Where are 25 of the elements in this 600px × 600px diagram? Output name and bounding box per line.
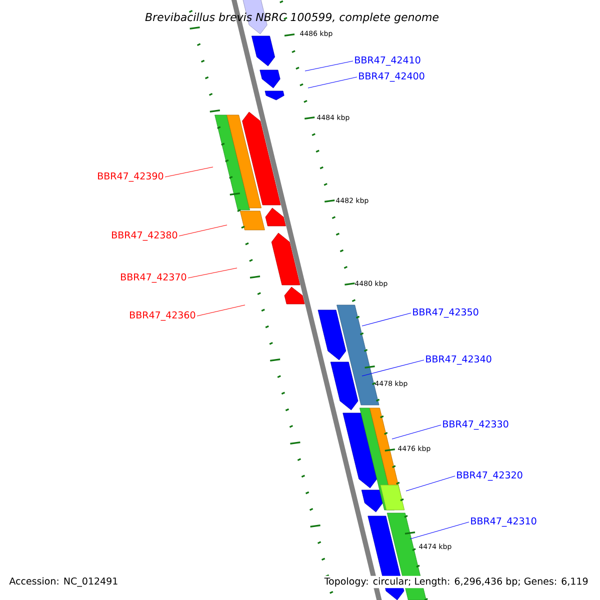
leader-line	[410, 522, 470, 540]
gene-label: BBR47_42310	[471, 517, 536, 527]
leader-line	[178, 224, 228, 236]
gene-label: BBR47_42330	[443, 420, 508, 430]
footer-text: Accession: NC_012491	[9, 577, 118, 587]
gene-label: BBR47_42400	[359, 72, 424, 82]
leader-line	[406, 476, 456, 492]
footer-text: Topology: circular; Length: 6,296,436 bp; Genes: 6,119	[322, 576, 590, 588]
gene-label: BBR47_42320	[457, 471, 522, 481]
leader-line	[362, 312, 412, 326]
gene-label: BBR47_42360	[130, 311, 196, 321]
gene-label: BBR47_42340	[426, 355, 492, 365]
title: Brevibacillus brevis NBRC 100599, complete genome	[145, 12, 438, 24]
gene-label: BBR47_42380	[112, 231, 178, 241]
leader-line	[392, 424, 442, 440]
leader-line	[308, 76, 358, 88]
leader-line	[304, 60, 354, 72]
leader-line	[362, 360, 424, 376]
leader-line	[196, 304, 246, 316]
gene-label: BBR47_42370	[121, 273, 186, 283]
gene-label: BBR47_42390	[98, 172, 164, 182]
leader-line	[188, 268, 238, 278]
leader-line	[164, 166, 214, 178]
gene-label: BBR47_42410	[355, 56, 420, 66]
gene-label: BBR47_42350	[413, 308, 478, 318]
